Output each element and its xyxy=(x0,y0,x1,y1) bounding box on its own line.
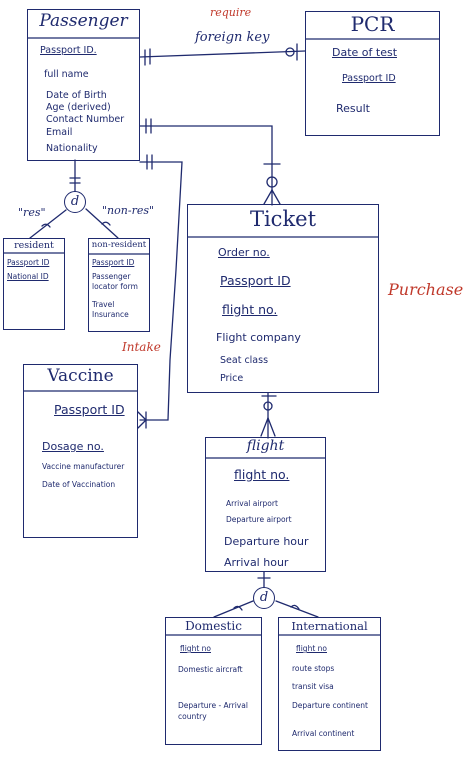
flight-title: flight xyxy=(246,438,285,454)
international-attr-departure-continent: Departure continent xyxy=(292,701,368,710)
pcr-attr-date-of-test: Date of test xyxy=(332,46,398,59)
entity-passenger xyxy=(27,9,140,161)
international-title: International xyxy=(291,619,368,633)
entity-vaccine xyxy=(23,364,138,538)
international-attr-arrival-continent: Arrival continent xyxy=(292,729,355,738)
note-purchase: Purchase xyxy=(388,280,464,299)
pcr-title: PCR xyxy=(350,12,395,36)
international-attr-flight-no: flight no xyxy=(296,644,327,653)
ticket-attr-order-no: Order no. xyxy=(218,246,270,259)
passenger-attr-age: Age (derived) xyxy=(46,102,111,113)
entity-resident xyxy=(3,238,65,330)
ticket-attr-price: Price xyxy=(220,373,244,384)
note-foreign-key: foreign key xyxy=(195,30,270,45)
ticket-attr-passport-id: Passport ID xyxy=(220,273,291,288)
ticket-attr-seat-class: Seat class xyxy=(220,355,269,366)
vaccine-attr-date-of-vaccination: Date of Vaccination xyxy=(42,480,116,489)
nonresident-attr-passport-id: Passport ID xyxy=(92,258,135,267)
domestic-title: Domestic xyxy=(185,619,242,633)
passenger-ticket-link xyxy=(139,125,273,206)
resident-attr-passport-id: Passport ID xyxy=(7,258,50,267)
passenger-attr-contact: Contact Number xyxy=(46,114,125,125)
flight-attr-arrival-hour: Arrival hour xyxy=(224,556,289,569)
passenger-attr-dob: Date of Birth xyxy=(46,90,107,101)
note-non-res: "non-res" xyxy=(102,204,155,217)
flight-attr-arrival-airport: Arrival airport xyxy=(226,499,278,508)
nonresident-attr-travel-insurance: Travel Insurance xyxy=(92,300,129,319)
passenger-attr-nationality: Nationality xyxy=(46,143,98,154)
passenger-attr-full-name: full name xyxy=(44,69,89,80)
passenger-vaccine-link xyxy=(139,161,183,421)
entity-flight xyxy=(205,437,326,572)
note-require: require xyxy=(210,6,252,19)
passenger-title: Passenger xyxy=(39,11,128,31)
vaccine-attr-passport-id: Passport ID xyxy=(54,402,125,417)
domestic-attr-departure-arrival: Departure - Arrival country xyxy=(178,701,248,721)
ticket-title: Ticket xyxy=(249,207,317,231)
international-attr-transit-visa: transit visa xyxy=(292,682,334,691)
passenger-attr-email: Email xyxy=(46,127,73,138)
ticket-attr-flight-company: Flight company xyxy=(216,331,301,344)
international-attr-route-stops: route stops xyxy=(292,664,335,673)
resident-title: resident xyxy=(14,240,54,251)
entity-domestic xyxy=(165,617,262,745)
entity-pcr xyxy=(305,11,440,136)
pcr-attr-result: Result xyxy=(336,102,370,115)
passenger-attr-passport-id: Passport ID. xyxy=(40,45,97,56)
nonresident-title: non-resident xyxy=(91,240,147,250)
nonresident-attr-locator-form: Passenger locator form xyxy=(92,272,138,291)
domestic-attr-aircraft: Domestic aircraft xyxy=(178,665,243,674)
vaccine-attr-dosage-no: Dosage no. xyxy=(42,440,104,453)
entity-international xyxy=(278,617,381,751)
domestic-attr-flight-no: flight no xyxy=(180,644,211,653)
ticket-attr-flight-no: flight no. xyxy=(222,302,278,317)
flight-attr-departure-airport: Departure airport xyxy=(226,515,292,524)
disjoint-circle-flight: d xyxy=(253,587,275,609)
resident-attr-national-id: National ID xyxy=(7,272,49,281)
passenger-pcr-link xyxy=(139,50,306,58)
flight-attr-flight-no: flight no. xyxy=(234,467,290,482)
note-intake: Intake xyxy=(122,340,161,354)
note-res: "res" xyxy=(18,206,46,219)
vaccine-attr-manufacturer: Vaccine manufacturer xyxy=(42,462,125,471)
vaccine-title: Vaccine xyxy=(47,366,114,386)
pcr-attr-passport-id: Passport ID xyxy=(342,73,396,84)
entity-non-resident xyxy=(88,238,150,332)
disjoint-circle-passenger: d xyxy=(64,191,86,213)
entity-ticket xyxy=(187,204,379,393)
flight-attr-departure-hour: Departure hour xyxy=(224,535,309,548)
